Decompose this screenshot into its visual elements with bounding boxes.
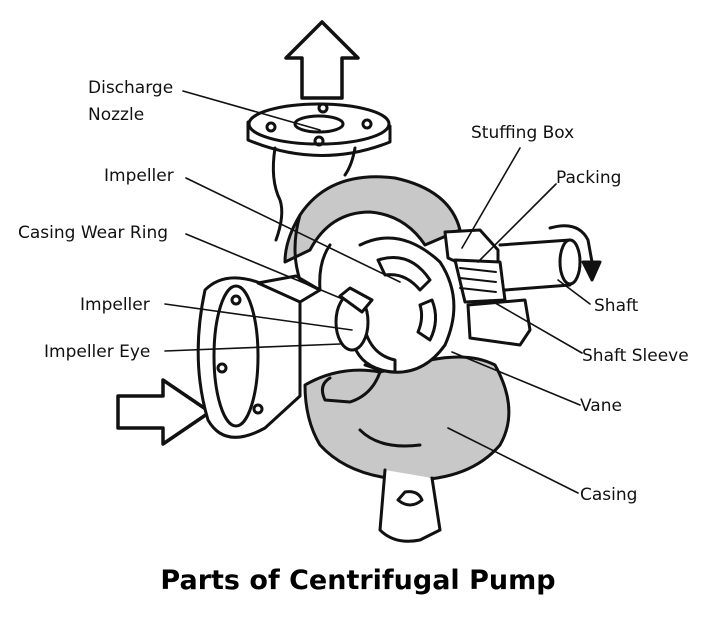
label-impeller-eye: Impeller Eye bbox=[44, 342, 151, 362]
label-shaft-sleeve: Shaft Sleeve bbox=[582, 346, 689, 366]
discharge-nozzle bbox=[246, 102, 392, 242]
shaft bbox=[498, 224, 602, 292]
discharge-flow-arrow bbox=[284, 20, 360, 100]
label-casing-wear-ring: Casing Wear Ring bbox=[18, 223, 169, 243]
label-shaft: Shaft bbox=[594, 296, 639, 316]
impeller bbox=[334, 236, 456, 374]
label-stuffing-box: Stuffing Box bbox=[471, 123, 575, 143]
label-casing: Casing bbox=[580, 485, 638, 505]
label-impeller-lower: Impeller bbox=[80, 295, 150, 315]
suction-flow-arrow bbox=[116, 378, 212, 446]
leader-lines bbox=[164, 90, 591, 494]
label-discharge-nozzle-line1: Discharge bbox=[88, 78, 174, 98]
diagram-title: Parts of Centrifugal Pump bbox=[160, 565, 556, 596]
casing bbox=[283, 175, 511, 543]
stuffing-box bbox=[443, 228, 532, 347]
label-discharge-nozzle-line2: Nozzle bbox=[88, 105, 145, 125]
label-packing: Packing bbox=[556, 168, 622, 188]
label-impeller-upper: Impeller bbox=[104, 166, 174, 186]
suction-flange bbox=[196, 274, 322, 439]
label-vane: Vane bbox=[580, 396, 622, 416]
label-discharge-nozzle: Discharge Nozzle bbox=[88, 75, 173, 129]
